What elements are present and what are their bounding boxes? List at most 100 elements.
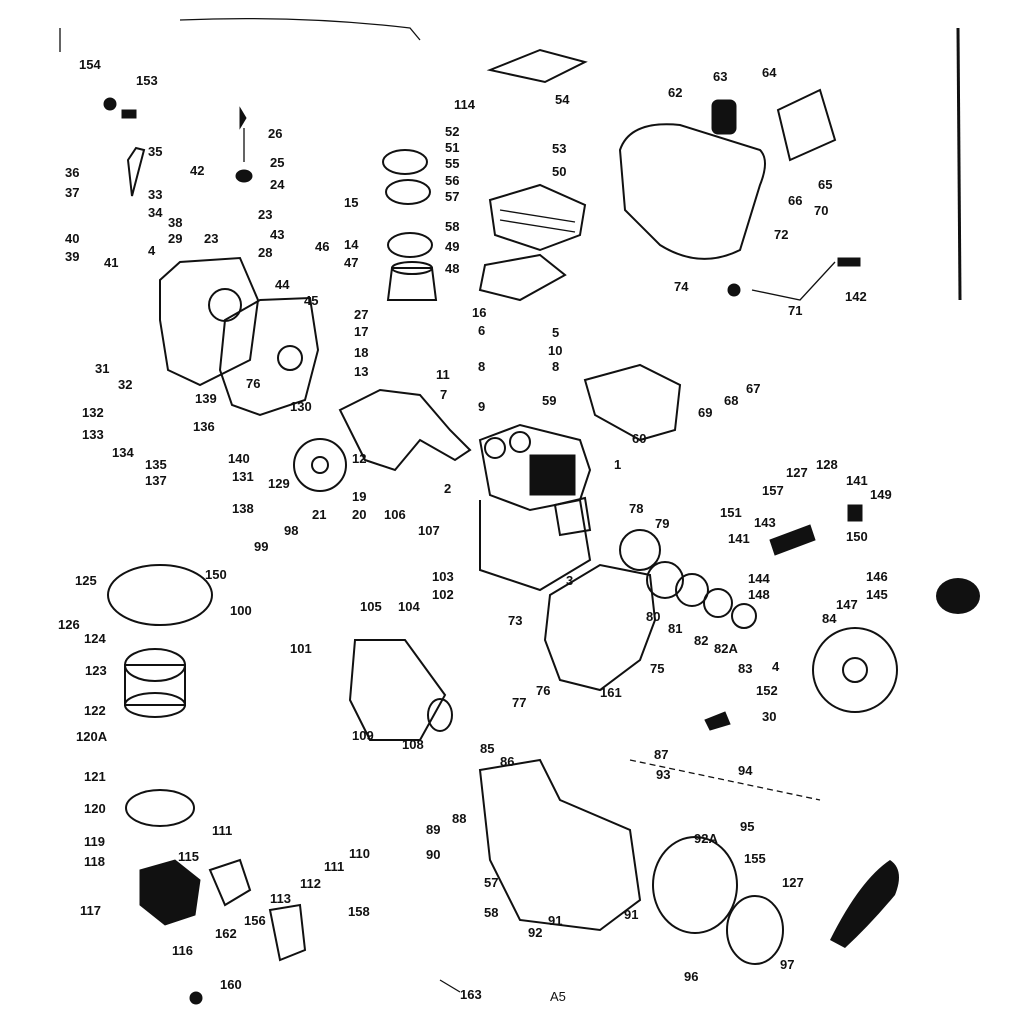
- callout-108: 108: [402, 737, 424, 752]
- callout-34: 34: [148, 205, 163, 220]
- engine-base: [478, 758, 642, 932]
- callout-118: 118: [84, 854, 105, 869]
- callout-100: 100: [230, 603, 252, 618]
- callout-85: 85: [480, 741, 495, 756]
- fuel-line-part: [837, 257, 861, 267]
- callout-93: 93: [656, 767, 671, 782]
- callout-113: 113: [270, 891, 291, 906]
- callout-106: 106: [384, 507, 406, 522]
- scan-edge: [956, 27, 962, 301]
- callout-97: 97: [780, 957, 795, 972]
- callout-117: 117: [80, 903, 101, 918]
- flywheel-hub: [311, 456, 329, 474]
- callout-69: 69: [698, 405, 713, 420]
- callout-38: 38: [168, 215, 183, 230]
- callout-84: 84: [822, 611, 837, 626]
- callout-121: 121: [84, 769, 106, 784]
- cylinder-fins: [529, 454, 576, 496]
- callout-146: 146: [866, 569, 888, 584]
- callout-68: 68: [724, 393, 739, 408]
- callout-25: 25: [270, 155, 285, 170]
- blower-housing: [543, 563, 657, 692]
- callout-33: 33: [148, 187, 163, 202]
- callout-132: 132: [82, 405, 104, 420]
- callout-82: 82: [694, 633, 709, 648]
- callout-147: 147: [836, 597, 858, 612]
- callout-11: 11: [436, 367, 450, 382]
- callout-43: 43: [270, 227, 285, 242]
- governor-part: [847, 504, 863, 522]
- callout-77: 77: [512, 695, 527, 710]
- callout-149: 149: [870, 487, 892, 502]
- callout-91b: 91: [624, 907, 639, 922]
- callout-52: 52: [445, 124, 460, 139]
- callout-58b: 58: [484, 905, 499, 920]
- callout-141b: 141: [846, 473, 868, 488]
- callout-129: 129: [268, 476, 290, 491]
- callout-161: 161: [600, 685, 622, 700]
- callout-98: 98: [284, 523, 299, 538]
- piston-top: [391, 261, 433, 275]
- assembly-line: [439, 979, 461, 993]
- cylinder-head: [488, 183, 587, 252]
- cooling-fan: [812, 627, 898, 713]
- callout-2: 2: [444, 481, 452, 496]
- callout-42: 42: [190, 163, 205, 178]
- callout-137: 137: [145, 473, 167, 488]
- callout-1: 1: [614, 457, 622, 472]
- callout-151: 151: [720, 505, 742, 520]
- callout-17: 17: [354, 324, 369, 339]
- callout-76b: 76: [536, 683, 551, 698]
- callout-141: 141: [728, 531, 750, 546]
- cap-part: [103, 97, 117, 111]
- callout-8: 8: [478, 359, 486, 374]
- crankcase-cover: [159, 256, 260, 387]
- callout-36: 36: [65, 165, 80, 180]
- air-filter-element: [124, 664, 186, 706]
- callout-10: 10: [548, 343, 563, 358]
- engine-block: [478, 423, 592, 512]
- callout-75: 75: [650, 661, 665, 676]
- callout-95: 95: [740, 819, 755, 834]
- callout-101: 101: [290, 641, 312, 656]
- callout-67: 67: [746, 381, 761, 396]
- callout-134: 134: [112, 445, 134, 460]
- filter-base: [125, 789, 195, 827]
- callout-119: 119: [84, 834, 105, 849]
- callout-58: 58: [445, 219, 460, 234]
- callout-65: 65: [818, 177, 833, 192]
- callout-109: 109: [352, 728, 374, 743]
- callout-162: 162: [215, 926, 237, 941]
- callout-35: 35: [148, 144, 163, 159]
- head-gasket: [478, 253, 567, 302]
- callout-148: 148: [748, 587, 770, 602]
- bracket-part: [126, 146, 146, 197]
- callout-31: 31: [95, 361, 110, 376]
- air-filter-element: [124, 692, 186, 718]
- piston-ring: [382, 149, 428, 175]
- callout-19: 19: [352, 489, 367, 504]
- callout-57b: 57: [484, 875, 499, 890]
- callout-140: 140: [228, 451, 250, 466]
- air-cleaner-cover: [107, 564, 213, 626]
- callout-131: 131: [232, 469, 254, 484]
- callout-92A: 92A: [694, 831, 718, 846]
- callout-111: 111: [212, 823, 233, 838]
- callout-57: 57: [445, 189, 460, 204]
- callout-139: 139: [195, 391, 217, 406]
- callout-32: 32: [118, 377, 133, 392]
- callout-145: 145: [866, 587, 888, 602]
- spring-part: [704, 711, 731, 731]
- fuel-cap: [711, 99, 737, 135]
- callout-124: 124: [84, 631, 106, 646]
- callout-29: 29: [168, 231, 183, 246]
- callout-23b: 23: [258, 207, 273, 222]
- cylinder-bore: [484, 437, 506, 459]
- callout-150: 150: [205, 567, 227, 582]
- callout-44: 44: [275, 277, 290, 292]
- callout-59: 59: [542, 393, 557, 408]
- callout-46: 46: [315, 239, 330, 254]
- callout-91: 91: [548, 913, 563, 928]
- callout-12: 12: [352, 451, 367, 466]
